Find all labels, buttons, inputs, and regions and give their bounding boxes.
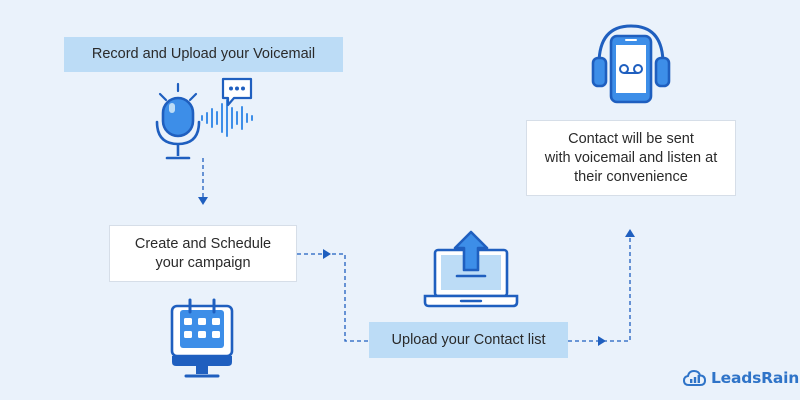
laptop-upload-icon bbox=[423, 230, 519, 308]
step-contact-listen: Contact will be sent with voicemail and … bbox=[526, 120, 736, 196]
chat-bubble-icon bbox=[221, 77, 253, 107]
arrowhead-right-schedule bbox=[323, 249, 331, 259]
arrowhead-right-upload bbox=[598, 336, 606, 346]
leadsrain-logo: LeadsRain bbox=[683, 366, 799, 390]
connector-schedule-to-upload bbox=[297, 253, 369, 342]
connector-upload-to-contact bbox=[568, 236, 631, 342]
step-schedule-line2: your campaign bbox=[155, 254, 251, 271]
arrowhead-down bbox=[198, 197, 208, 205]
step-create-schedule-campaign: Create and Schedule your campaign bbox=[109, 225, 297, 282]
step-contact-line1: Contact will be sent bbox=[568, 130, 694, 147]
microphone-icon bbox=[155, 82, 253, 160]
arrowhead-up bbox=[625, 229, 635, 237]
headphones-phone-icon bbox=[591, 24, 671, 104]
step-contact-line2: with voicemail and listen at bbox=[544, 149, 718, 166]
step-record-upload-voicemail: Record and Upload your Voicemail bbox=[64, 37, 343, 72]
cloud-chart-icon bbox=[683, 369, 707, 386]
calendar-monitor-icon bbox=[170, 298, 234, 378]
step-schedule-line1: Create and Schedule bbox=[134, 235, 272, 252]
step-upload-contact-list: Upload your Contact list bbox=[369, 322, 568, 358]
step-contact-line3: their convenience bbox=[574, 168, 688, 185]
step-upload-label: Upload your Contact list bbox=[391, 331, 546, 348]
brand-name: LeadsRain bbox=[711, 369, 800, 387]
step-record-label: Record and Upload your Voicemail bbox=[91, 46, 316, 62]
